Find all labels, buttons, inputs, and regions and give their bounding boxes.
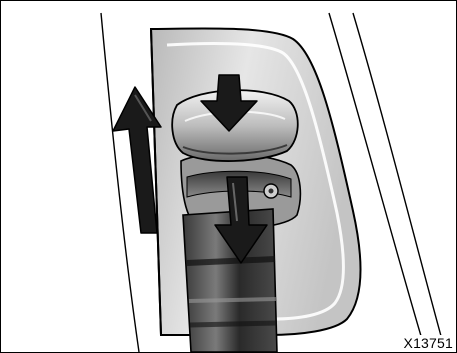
- pillar-line-right-2: [353, 13, 441, 336]
- pillar-line-left: [101, 13, 139, 352]
- figure-code-label: X13751: [403, 335, 454, 351]
